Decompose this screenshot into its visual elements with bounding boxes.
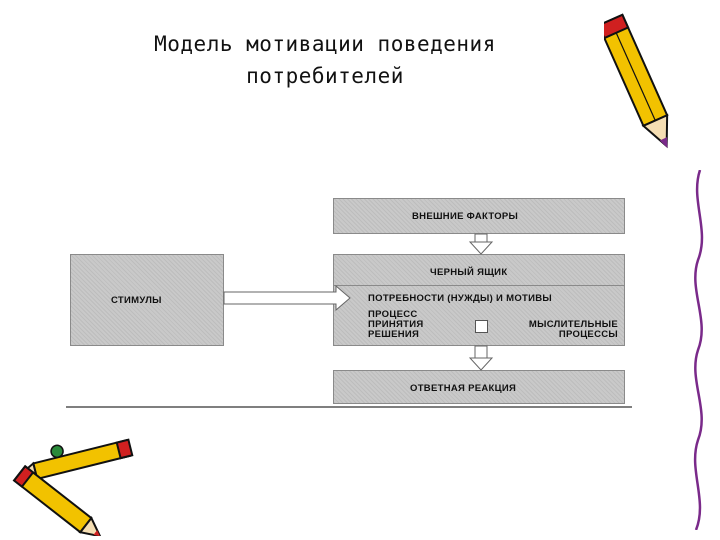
external-factors-box: ВНЕШНИЕ ФАКТОРЫ xyxy=(333,198,625,234)
connector-square xyxy=(475,320,488,333)
black-box: ЧЕРНЫЙ ЯЩИК ПОТРЕБНОСТИ (НУЖДЫ) И МОТИВЫ… xyxy=(333,254,625,346)
notebook-spiral-edge xyxy=(693,170,704,530)
arrow-blackbox-to-response xyxy=(468,345,494,371)
external-factors-label: ВНЕШНИЕ ФАКТОРЫ xyxy=(412,211,519,222)
decision-process-label: ПРОЦЕСС ПРИНЯТИЯ РЕШЕНИЯ xyxy=(368,309,424,340)
pencil-icon xyxy=(12,438,134,536)
arrow-external-to-blackbox xyxy=(468,233,494,255)
needs-and-motives-label: ПОТРЕБНОСТИ (НУЖДЫ) И МОТИВЫ xyxy=(368,293,553,304)
stimuli-label: СТИМУЛЫ xyxy=(111,295,162,306)
stimuli-box: СТИМУЛЫ xyxy=(70,254,224,346)
mental-processes-label: МЫСЛИТЕЛЬНЫЕ ПРОЦЕССЫ xyxy=(529,319,618,340)
mental-processes-line-2: ПРОЦЕССЫ xyxy=(558,329,618,340)
slide-title-line-2: потребителей xyxy=(246,64,404,88)
decision-process-line-2: ПРИНЯТИЯ xyxy=(368,319,424,330)
mental-processes-line-1: МЫСЛИТЕЛЬНЫЕ xyxy=(528,319,618,330)
black-box-label: ЧЕРНЫЙ ЯЩИК xyxy=(430,267,508,278)
pencil-icon xyxy=(604,13,669,149)
response-label: ОТВЕТНАЯ РЕАКЦИЯ xyxy=(410,383,517,394)
decision-process-line-1: ПРОЦЕСС xyxy=(368,309,418,320)
arrow-stimuli-to-blackbox xyxy=(223,284,351,312)
response-box: ОТВЕТНАЯ РЕАКЦИЯ xyxy=(333,370,625,404)
black-box-divider xyxy=(334,285,624,286)
decision-process-line-3: РЕШЕНИЯ xyxy=(368,329,420,340)
slide-title-line-1: Модель мотивации поведения xyxy=(154,32,496,56)
